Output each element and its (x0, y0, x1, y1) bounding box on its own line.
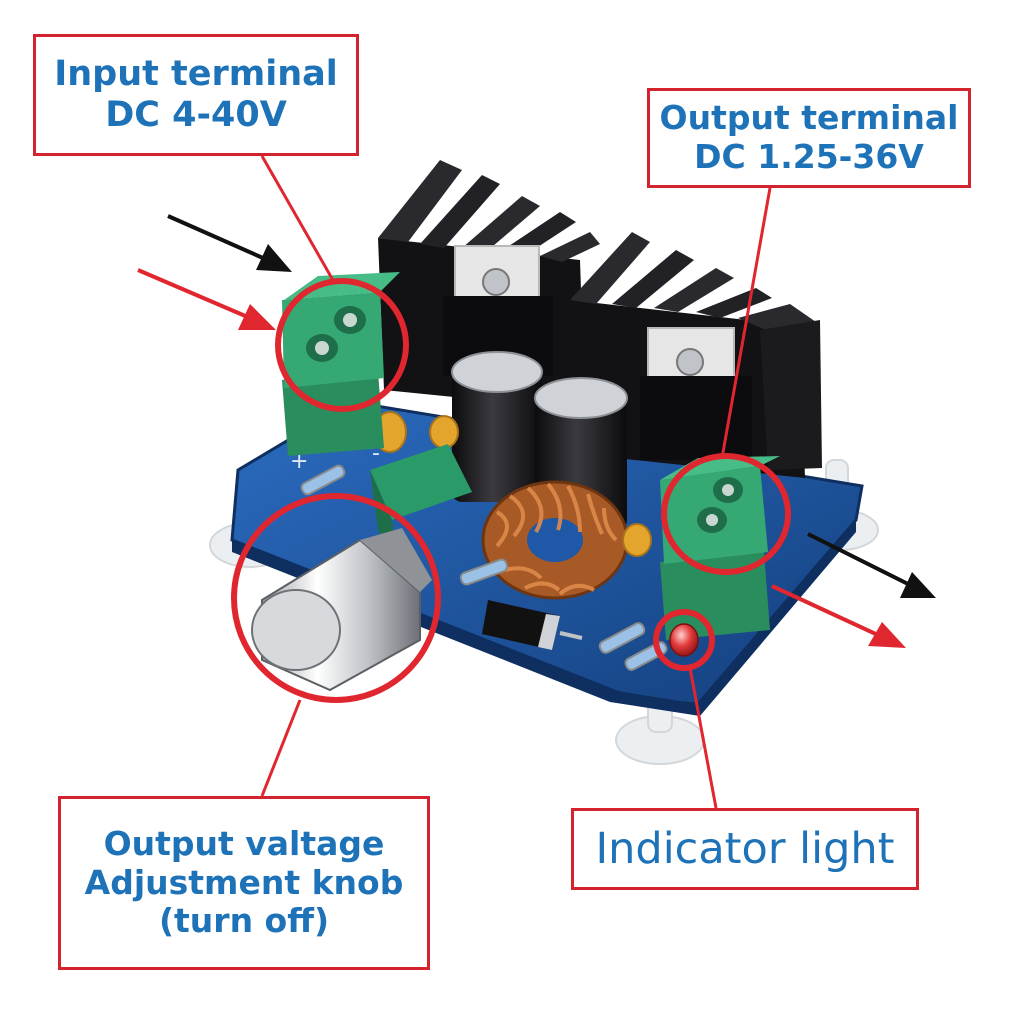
heatsink-right (570, 232, 822, 478)
indicator-light-callout: Indicator light (571, 808, 919, 890)
led-highlight-circle (653, 609, 715, 671)
output-callout-line-2: DC 1.25-36V (694, 137, 924, 176)
input-arrow-black (167, 214, 273, 264)
ceramic-caps (373, 411, 652, 557)
highlight-circles (231, 278, 791, 703)
leader-lines (260, 155, 772, 809)
input-callout-line-2: DC 4-40V (105, 95, 287, 135)
toroid-inductor (481, 480, 629, 600)
indicator-led (669, 623, 699, 657)
input-terminal-block (282, 272, 400, 456)
silk-minus: - (372, 441, 380, 466)
diode (482, 600, 583, 650)
output-highlight-circle (661, 453, 791, 575)
output-arrow-red (771, 584, 881, 638)
knob-callout-line-3: (turn off) (158, 901, 330, 941)
capacitor-left (451, 351, 543, 502)
knob-callout-line-2: Adjustment knob (84, 862, 404, 902)
input-terminal-callout: Input terminal DC 4-40V (33, 34, 359, 156)
adjustment-knob (251, 528, 432, 692)
output-arrow-black (807, 532, 913, 588)
output-terminal-callout: Output terminal DC 1.25-36V (647, 88, 971, 188)
indicator-callout-line-1: Indicator light (595, 823, 895, 874)
input-arrow-red (137, 268, 251, 320)
input-highlight-circle (275, 278, 409, 412)
knob-callout: Output valtage Adjustment knob (turn off… (58, 796, 430, 970)
knob-highlight-circle (231, 493, 441, 703)
output-callout-line-1: Output terminal (659, 98, 959, 138)
input-callout-line-1: Input terminal (54, 53, 338, 94)
output-arrows (771, 532, 936, 648)
knob-callout-line-1: Output valtage (103, 823, 385, 863)
input-arrows (137, 214, 292, 330)
